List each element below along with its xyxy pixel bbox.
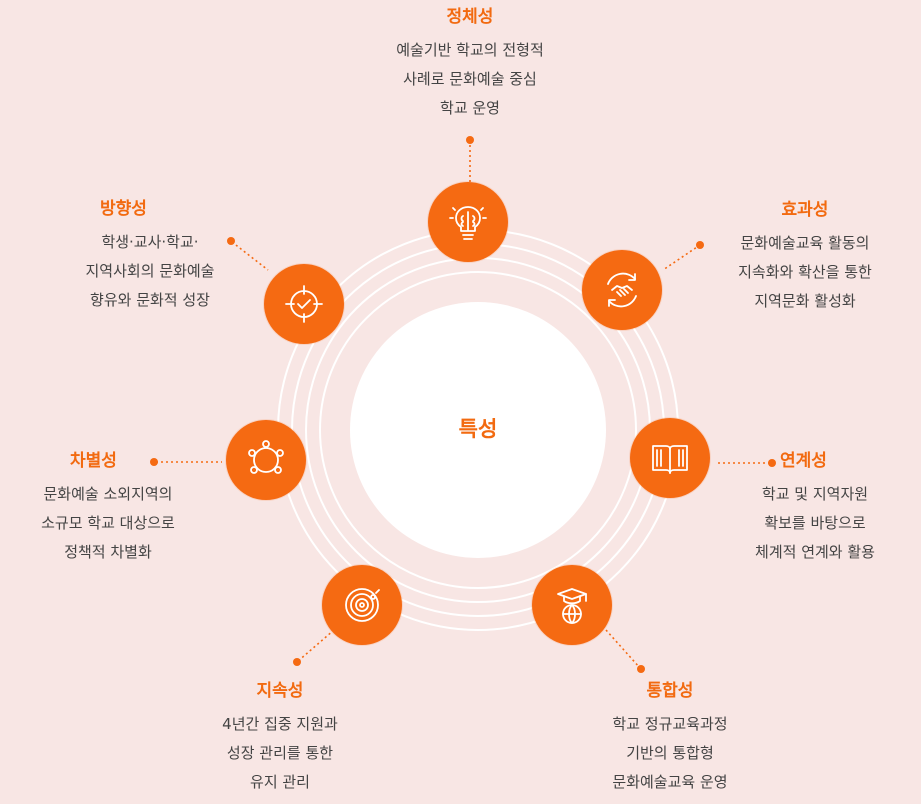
connector-dot [293, 658, 301, 666]
desc-hyogwaseong: 문화예술교육 활동의 지속화와 확산을 통한 지역문화 활성화 [695, 229, 915, 316]
title-hyogwaseong: 효과성 [781, 200, 829, 220]
desc-line: 성장 관리를 통한 [226, 744, 334, 762]
connector-dot [227, 237, 235, 245]
connector-dot [466, 136, 474, 144]
node-chabyeolseong [226, 420, 306, 500]
crosshair-target-icon [285, 285, 323, 323]
title-jeongcheseong: 정체성 [446, 7, 494, 27]
target-cycle-icon [345, 588, 380, 622]
desc-line: 학교 및 지역자원 [761, 485, 869, 503]
desc-line: 문화예술교육 활동의 [740, 234, 870, 252]
block-jeongcheseong: 정체성 예술기반 학교의 전형적 사례로 문화예술 중심 학교 운영 [340, 6, 600, 123]
desc-jeongcheseong: 예술기반 학교의 전형적 사례로 문화예술 중심 학교 운영 [340, 36, 600, 123]
node-banghyangseong [264, 264, 344, 344]
desc-line: 문화예술교육 운영 [612, 773, 728, 791]
desc-line: 4년간 집중 지원과 [222, 715, 338, 733]
desc-banghyangseong: 학생·교사·학교· 지역사회의 문화예술 향유와 문화적 성장 [50, 228, 250, 315]
center-disc [350, 302, 606, 558]
block-yeongyeseong: 연계성 학교 및 지역자원 확보를 바탕으로 체계적 연계와 활용 [720, 450, 910, 567]
connector-tonghapseong [605, 629, 641, 669]
connector-dot [150, 458, 158, 466]
desc-line: 기반의 통합형 [626, 744, 714, 762]
desc-line: 학교 정규교육과정 [612, 715, 728, 733]
desc-line: 체계적 연계와 활용 [755, 543, 875, 561]
desc-line: 향유와 문화적 성장 [90, 291, 210, 309]
desc-line: 소규모 학교 대상으로 [41, 514, 175, 532]
graduation-globe-icon [557, 588, 587, 624]
desc-line: 지속화와 확산을 통한 [738, 263, 872, 281]
handshake-cycle-icon [607, 272, 637, 308]
block-chabyeolseong: 차별성 문화예술 소외지역의 소규모 학교 대상으로 정책적 차별화 [8, 450, 208, 567]
open-book-icon [652, 445, 688, 474]
desc-tonghapseong: 학교 정규교육과정 기반의 통합형 문화예술교육 운영 [560, 710, 780, 797]
node-hyogwaseong [582, 250, 662, 330]
desc-chabyeolseong: 문화예술 소외지역의 소규모 학교 대상으로 정책적 차별화 [8, 480, 208, 567]
block-jisokseong: 지속성 4년간 집중 지원과 성장 관리를 통한 유지 관리 [180, 680, 380, 797]
block-banghyangseong: 방향성 학생·교사·학교· 지역사회의 문화예술 향유와 문화적 성장 [50, 198, 250, 315]
desc-yeongyeseong: 학교 및 지역자원 확보를 바탕으로 체계적 연계와 활용 [720, 480, 910, 567]
connector-dot [768, 459, 776, 467]
desc-line: 정책적 차별화 [64, 543, 152, 561]
title-jisokseong: 지속성 [256, 681, 304, 701]
block-hyogwaseong: 효과성 문화예술교육 활동의 지속화와 확산을 통한 지역문화 활성화 [695, 199, 915, 316]
title-banghyangseong: 방향성 [100, 199, 147, 219]
desc-line: 학교 운영 [440, 99, 500, 117]
desc-line: 지역사회의 문화예술 [85, 262, 215, 280]
ring-1 [319, 271, 637, 589]
node-yeongyeseong [630, 418, 710, 498]
desc-line: 사례로 문화예술 중심 [403, 70, 537, 88]
center-label: 특성 [458, 417, 498, 441]
desc-line: 확보를 바탕으로 [764, 514, 866, 532]
desc-line: 학생·교사·학교· [101, 233, 199, 251]
desc-line: 유지 관리 [250, 773, 310, 791]
node-tonghapseong [532, 565, 612, 645]
connector-jisokseong [296, 629, 335, 663]
desc-line: 지역문화 활성화 [754, 292, 856, 310]
title-yeongyeseong: 연계성 [780, 451, 827, 471]
node-jeongcheseong [428, 182, 508, 262]
connector-dot [696, 241, 704, 249]
node-jisokseong [322, 565, 402, 645]
desc-line: 예술기반 학교의 전형적 [396, 41, 544, 59]
brain-bulb-icon [449, 206, 487, 240]
connector-dot [637, 665, 645, 673]
desc-line: 문화예술 소외지역의 [43, 485, 173, 503]
title-chabyeolseong: 차별성 [70, 451, 117, 471]
people-circle-icon [248, 440, 284, 474]
desc-jisokseong: 4년간 집중 지원과 성장 관리를 통한 유지 관리 [180, 710, 380, 797]
title-tonghapseong: 통합성 [646, 681, 694, 701]
block-tonghapseong: 통합성 학교 정규교육과정 기반의 통합형 문화예술교육 운영 [560, 680, 780, 797]
